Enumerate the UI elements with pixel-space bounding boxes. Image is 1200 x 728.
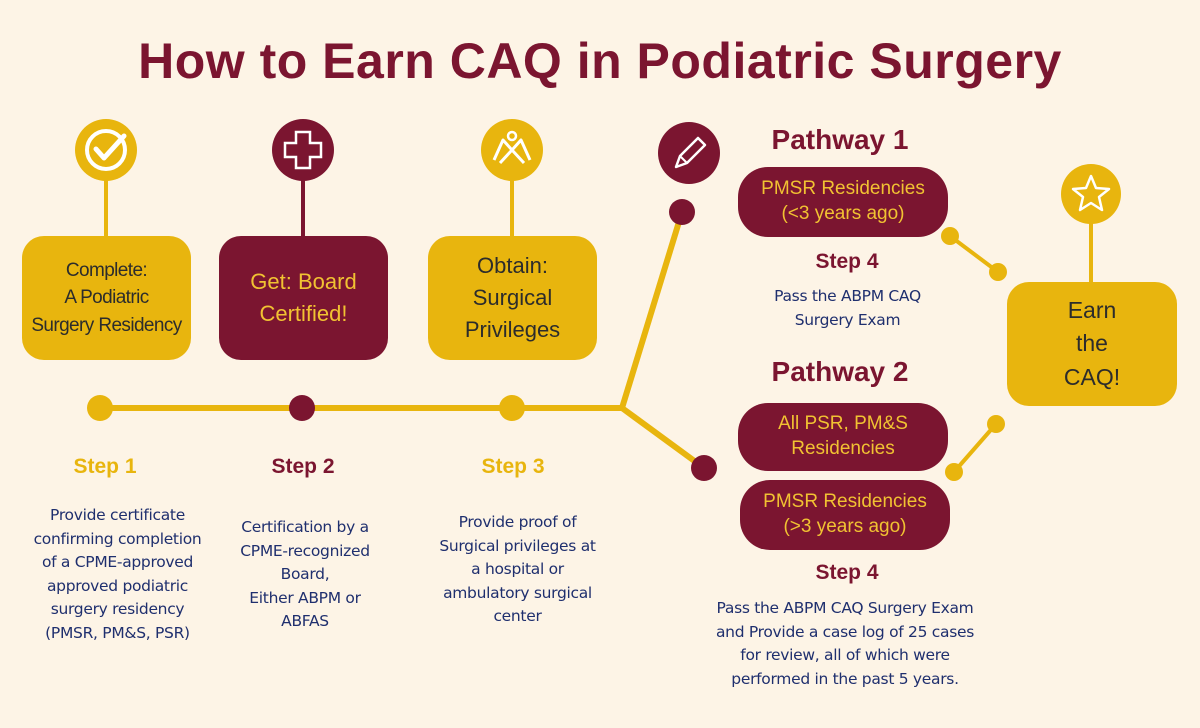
step1-box: Complete: A Podiatric Surgery Residency (22, 236, 191, 360)
checkmark-icon (75, 119, 137, 181)
step3-title: Step 3 (481, 455, 545, 478)
pathway1-step-title: Step 4 (815, 250, 879, 273)
step2-title: Step 2 (271, 455, 335, 478)
medical-cross-icon (272, 119, 334, 181)
handshake-icon (481, 119, 543, 181)
pathway2-title: Pathway 2 (771, 356, 909, 387)
earn-caq-text: Earn the CAQ! (1063, 296, 1121, 390)
branch-up-line (619, 211, 685, 409)
pathway2-pill1: All PSR, PM&S Residencies (738, 403, 948, 471)
pencil-icon (658, 122, 720, 184)
star-icon (1061, 164, 1121, 224)
connector-p1 (948, 234, 1000, 274)
pathway2-pill2-text: PMSR Residencies (>3 years ago) (763, 491, 927, 537)
connector-dot-p1a (941, 227, 959, 245)
connector-dot-p1b (989, 263, 1007, 281)
step1-title: Step 1 (73, 455, 137, 478)
branch-dot-up (669, 199, 695, 225)
step3-box: Obtain: Surgical Privileges (428, 236, 597, 360)
connector-p2 (952, 422, 998, 474)
step3-box-text: Obtain: Surgical Privileges (464, 253, 561, 342)
pathway1-description: Pass the ABPM CAQ Surgery Exam (774, 287, 921, 329)
pathway1-title: Pathway 1 (771, 124, 909, 155)
page-title: How to Earn CAQ in Podiatric Surgery (138, 33, 1062, 89)
step1-box-text: Complete: A Podiatric Surgery Residency (31, 259, 182, 336)
timeline-dot-1 (87, 395, 113, 421)
step2-description: Certification by a CPME-recognized Board… (240, 518, 370, 631)
pathway2-description: Pass the ABPM CAQ Surgery Exam and Provi… (715, 599, 975, 688)
branch-dot-down (691, 455, 717, 481)
pathway2-step-title: Step 4 (815, 561, 879, 584)
pathway2-pill1-text: All PSR, PM&S Residencies (778, 413, 908, 459)
pathway2-pill2: PMSR Residencies (>3 years ago) (740, 480, 950, 550)
step3-description: Provide proof of Surgical privileges at … (439, 513, 596, 626)
timeline-dot-3 (499, 395, 525, 421)
pathway1-pill: PMSR Residencies (<3 years ago) (738, 167, 948, 237)
earn-caq-box: Earn the CAQ! (1007, 282, 1177, 406)
branch-down-line (620, 405, 706, 471)
connector-dot-p2a (945, 463, 963, 481)
connector-dot-p2b (987, 415, 1005, 433)
step2-box-text: Get: Board Certified! (250, 269, 357, 326)
timeline-dot-2 (289, 395, 315, 421)
step1-description: Provide certificate confirming completio… (33, 506, 202, 642)
pathway1-pill-text: PMSR Residencies (<3 years ago) (761, 178, 925, 224)
step2-box: Get: Board Certified! (219, 236, 388, 360)
